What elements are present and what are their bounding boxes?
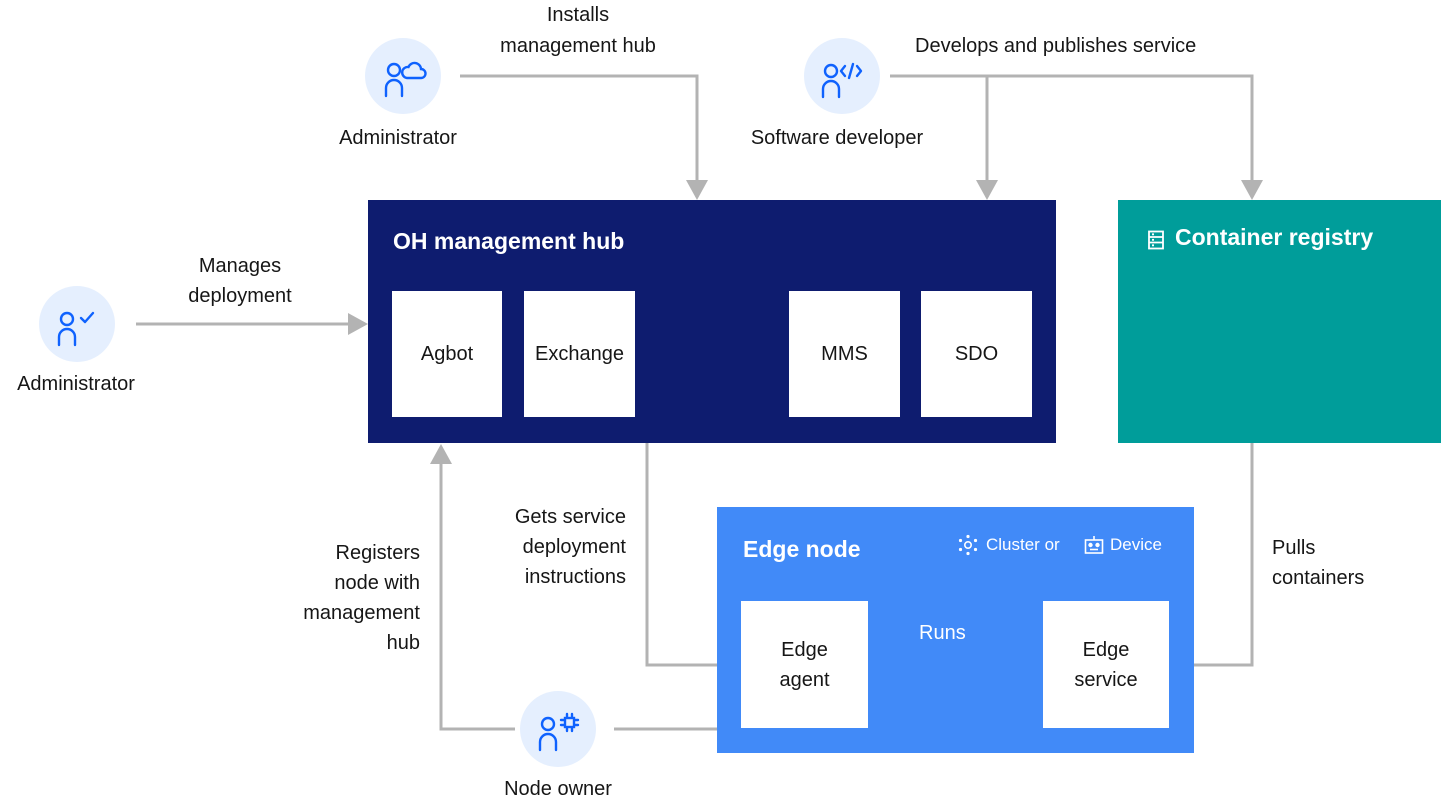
device-label: Device xyxy=(1110,535,1162,554)
sdo-box: SDO xyxy=(921,291,1032,417)
registry-icon xyxy=(1148,230,1164,250)
pulls-label-line: Pulls xyxy=(1272,537,1316,559)
node-owner-label: Node owner xyxy=(504,778,612,800)
installs-label-line: Installs xyxy=(546,4,610,26)
node-owner-avatar xyxy=(520,691,596,767)
developer-avatar xyxy=(804,38,880,114)
developer-label: Software developer xyxy=(750,127,924,149)
installs-label: Installs management hub xyxy=(470,0,686,62)
admin-check-avatar xyxy=(39,286,115,362)
edge-agent-label-line: Edge xyxy=(781,638,828,661)
develops-arrowhead-hub xyxy=(976,180,998,200)
device-icon xyxy=(1084,536,1104,554)
edge-node-title: Edge node xyxy=(743,536,861,562)
edge-service-label-line: Edge xyxy=(1082,638,1130,661)
registers-label-line: management xyxy=(303,602,420,624)
user-check-icon xyxy=(57,311,95,347)
user-chip-icon xyxy=(538,712,580,752)
manages-label: Manages deployment xyxy=(160,251,320,311)
agbot-box: Agbot xyxy=(392,291,502,417)
registers-label-line: node with xyxy=(334,572,420,594)
pulls-connector xyxy=(1190,443,1254,667)
registers-connector xyxy=(439,462,515,731)
registers-label-line: Registers xyxy=(335,542,420,564)
registers-label-line: hub xyxy=(386,632,420,654)
edge-service-label-line: service xyxy=(1074,668,1138,691)
edge-node-box: Edge node Cluster or Device Edge agent E… xyxy=(717,507,1194,753)
management-hub-box: OH management hub Agbot Exchange MMS SDO xyxy=(368,200,1056,443)
admin-top-label: Administrator xyxy=(339,127,457,149)
manages-label-line: deployment xyxy=(188,285,292,307)
mms-box: MMS xyxy=(789,291,900,417)
develops-connector xyxy=(890,74,1254,182)
user-code-icon xyxy=(821,62,863,99)
gets-label-line: deployment xyxy=(522,536,626,558)
container-registry-title: Container registry xyxy=(1175,224,1374,250)
exchange-box: Exchange xyxy=(524,291,635,417)
cluster-icon xyxy=(958,534,978,556)
gets-label-line: Gets service xyxy=(514,506,626,528)
container-registry-box: Container registry xyxy=(1118,200,1441,443)
pulls-label-line: containers xyxy=(1272,567,1365,589)
gets-label-line: instructions xyxy=(524,566,626,588)
edge-agent-label-line: agent xyxy=(779,668,830,691)
installs-arrowhead xyxy=(686,180,708,200)
pulls-label: Pulls containers xyxy=(1272,533,1364,593)
installs-label-line: management hub xyxy=(500,35,656,57)
edge-service-box: Edge service xyxy=(1043,601,1169,728)
gets-connector xyxy=(645,443,722,667)
cluster-label: Cluster or xyxy=(986,535,1060,554)
registers-arrowhead xyxy=(430,444,452,464)
registers-label: Registers node with management hub xyxy=(270,538,420,658)
runs-label: Runs xyxy=(919,622,966,644)
develops-arrowhead-registry xyxy=(1241,180,1263,200)
user-cloud-icon xyxy=(384,61,427,98)
manages-label-line: Manages xyxy=(198,255,282,277)
management-hub-title: OH management hub xyxy=(393,228,625,254)
edge-agent-box: Edge agent xyxy=(741,601,868,728)
admin-cloud-avatar xyxy=(365,38,441,114)
admin-left-label: Administrator xyxy=(17,373,135,395)
develops-label: Develops and publishes service xyxy=(915,35,1197,57)
installs-connector xyxy=(460,74,699,182)
gets-label: Gets service deployment instructions xyxy=(470,502,626,592)
manages-arrowhead xyxy=(348,313,368,335)
